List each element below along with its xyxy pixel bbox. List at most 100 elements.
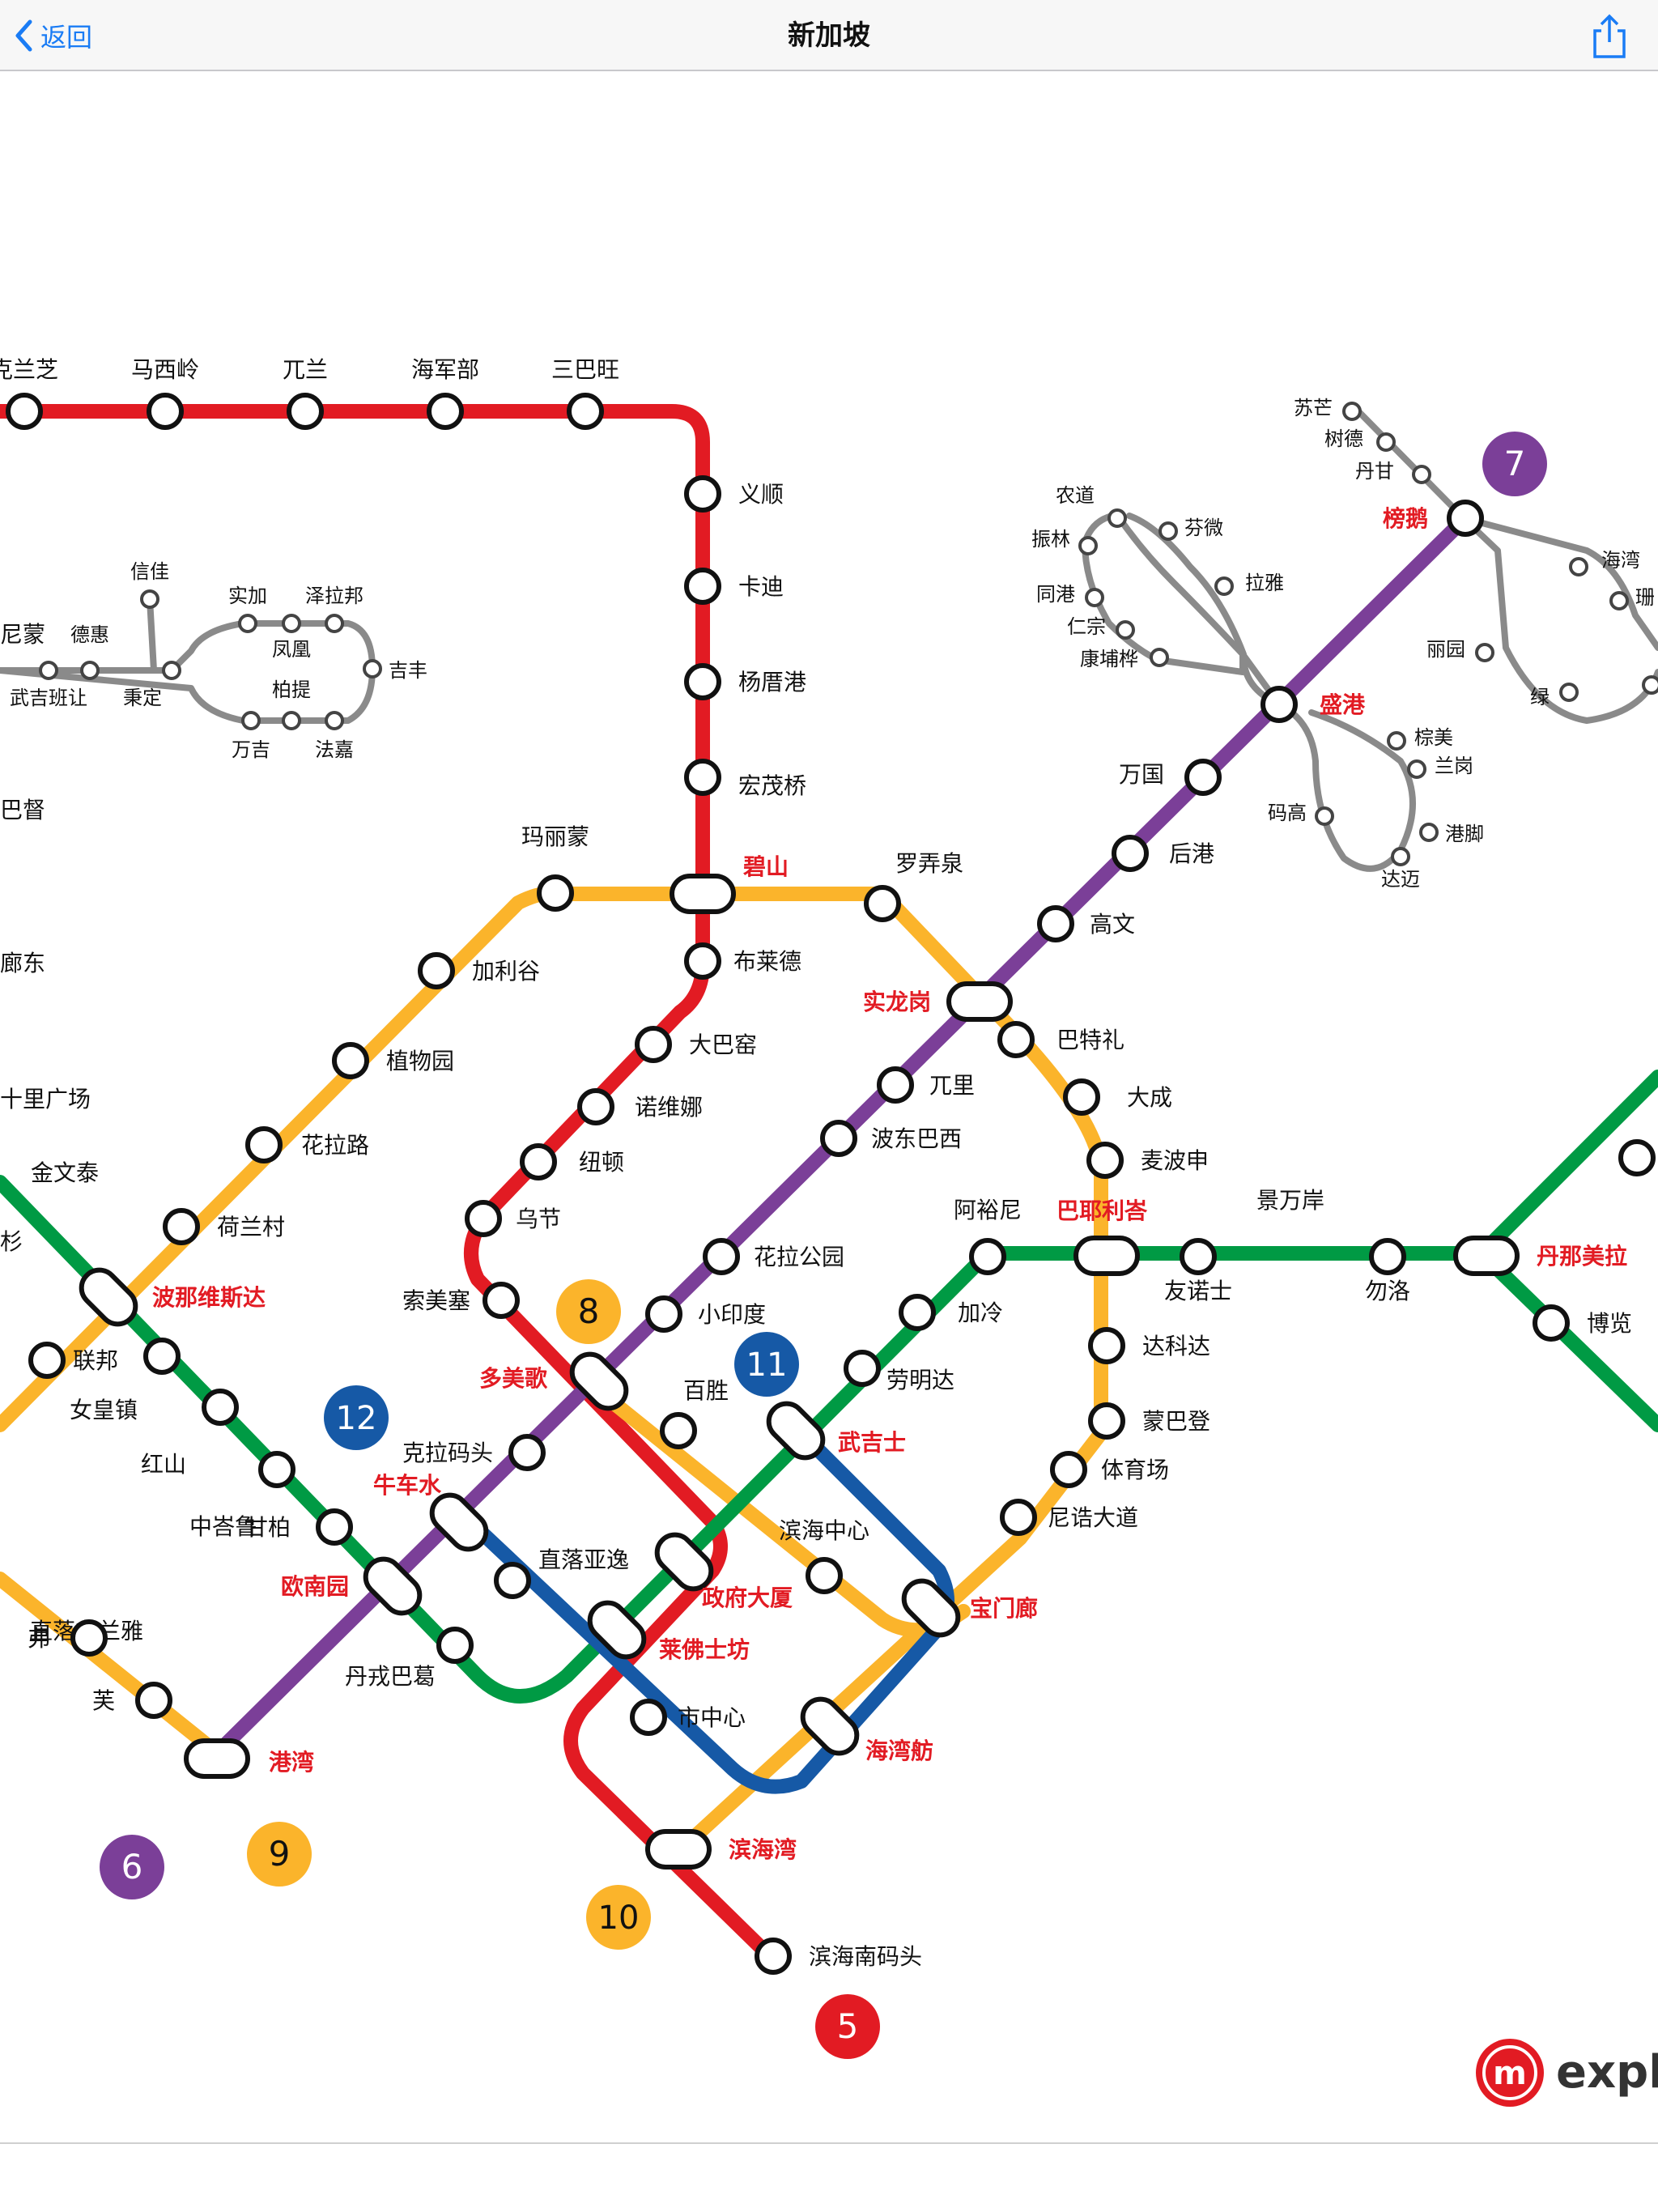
station-marker[interactable] — [877, 1066, 914, 1104]
station-marker[interactable] — [567, 393, 604, 430]
lrt-station-marker[interactable] — [1085, 588, 1104, 607]
lrt-station-marker[interactable] — [140, 589, 159, 609]
station-19[interactable]: 加利谷 — [418, 952, 540, 989]
station-44[interactable]: 牛车水 — [373, 1472, 493, 1556]
lrt-station-marker[interactable] — [325, 614, 344, 633]
line-badge-12[interactable]: 12 — [324, 1385, 389, 1450]
station-109[interactable]: 弗 — [28, 1619, 108, 1657]
station-98[interactable]: 棕美 — [1387, 726, 1453, 751]
station-26[interactable]: 大成 — [1063, 1078, 1172, 1116]
station-marker[interactable] — [202, 1389, 239, 1426]
station-marker[interactable] — [1261, 686, 1298, 723]
station-8[interactable]: 宏茂桥 — [684, 759, 806, 799]
station-marker[interactable] — [1618, 1139, 1656, 1176]
station-25[interactable]: 巴特礼 — [997, 1021, 1124, 1058]
station-95[interactable]: 同港 — [1036, 583, 1104, 607]
station-72[interactable]: 甘柏 — [245, 1508, 353, 1546]
station-87[interactable]: 尼蒙 — [0, 621, 45, 648]
station-73[interactable]: 巴督 — [0, 797, 45, 823]
interchange-marker[interactable] — [650, 1528, 719, 1597]
station-marker[interactable] — [703, 1238, 740, 1275]
station-82[interactable]: 秉定 — [123, 661, 181, 709]
station-105[interactable]: 绿 — [1530, 683, 1579, 708]
station-7[interactable]: 杨厝港 — [684, 663, 806, 700]
interchange-marker[interactable] — [565, 1347, 634, 1416]
interchange-marker[interactable] — [796, 1692, 865, 1761]
station-65[interactable]: 博览 — [1533, 1304, 1632, 1342]
line-badge-10[interactable]: 10 — [586, 1885, 651, 1950]
station-marker[interactable] — [1369, 1238, 1406, 1275]
station-marker[interactable] — [1088, 1327, 1125, 1364]
lrt-station-marker[interactable] — [1475, 643, 1494, 662]
station-84[interactable]: 万吉 — [232, 711, 270, 761]
station-74[interactable]: 廊东 — [0, 950, 45, 976]
station-24[interactable]: 实龙岗 — [863, 981, 1013, 1022]
station-69[interactable]: 女皇镇 — [70, 1338, 181, 1423]
line-badge-11[interactable]: 11 — [734, 1332, 799, 1397]
station-67[interactable]: 金文泰 — [31, 1159, 99, 1186]
station-0[interactable]: 克兰芝 — [0, 356, 58, 430]
station-marker[interactable] — [899, 1294, 936, 1331]
station-marker[interactable] — [287, 393, 324, 430]
station-57[interactable]: 榜鹅 — [1383, 500, 1484, 537]
station-16[interactable]: 多美歌 — [479, 1347, 633, 1416]
station-75[interactable]: 十里广场 — [0, 1086, 91, 1112]
lrt-station-marker[interactable] — [325, 711, 344, 730]
lrt-station-marker[interactable] — [1158, 521, 1178, 541]
station-13[interactable]: 纽顿 — [520, 1143, 624, 1180]
station-93[interactable]: 振林 — [1031, 528, 1098, 555]
station-79[interactable]: 凤凰 — [272, 614, 311, 661]
station-110[interactable]: 芙 — [92, 1682, 172, 1719]
station-50[interactable]: 花拉公园 — [703, 1238, 844, 1275]
station-marker[interactable] — [645, 1295, 682, 1333]
station-marker[interactable] — [684, 663, 721, 700]
station-100[interactable]: 码高 — [1268, 802, 1334, 826]
station-marker[interactable] — [1447, 500, 1484, 537]
station-43[interactable]: 直落亚逸 — [494, 1546, 629, 1599]
station-marker[interactable] — [147, 393, 184, 430]
station-marker[interactable] — [1180, 1238, 1217, 1275]
share-button[interactable] — [1588, 11, 1630, 60]
station-marker[interactable] — [135, 1682, 172, 1719]
lrt-station-marker[interactable] — [1412, 465, 1431, 484]
station-marker[interactable] — [864, 885, 901, 922]
station-71[interactable]: 中峇鲁 — [189, 1451, 295, 1540]
station-marker[interactable] — [332, 1042, 369, 1079]
lrt-station-marker[interactable] — [1387, 731, 1406, 751]
station-15[interactable]: 索美塞 — [402, 1282, 520, 1319]
station-90[interactable]: 丹甘 — [1355, 460, 1431, 484]
station-marker[interactable] — [577, 1088, 614, 1125]
station-5[interactable]: 义顺 — [684, 475, 784, 513]
station-49[interactable]: 小印度 — [645, 1295, 766, 1333]
interchange-marker[interactable] — [762, 1397, 831, 1465]
line-badge-5[interactable]: 5 — [815, 1994, 880, 2059]
station-marker[interactable] — [630, 1699, 667, 1736]
station-40[interactable]: 滨海南码头 — [755, 1938, 922, 1975]
lrt-station-marker[interactable] — [39, 661, 58, 680]
lrt-station-marker[interactable] — [1150, 648, 1169, 667]
station-marker[interactable] — [997, 1021, 1035, 1058]
station-9[interactable]: 碧山 — [670, 853, 789, 914]
interchange-marker[interactable] — [946, 981, 1013, 1022]
metro-map[interactable]: 5 6 7 8 9 10 11 12 克兰芝马西岭兀兰海军部三巴旺义顺卡迪杨厝港… — [0, 73, 1658, 2138]
interchange-marker[interactable] — [897, 1574, 966, 1643]
station-39[interactable]: 滨海湾 — [645, 1829, 797, 1870]
lrt-station-marker[interactable] — [1559, 683, 1579, 702]
station-97[interactable]: 康埔桦 — [1080, 648, 1169, 670]
station-27[interactable]: 麦波申 — [1086, 1142, 1209, 1179]
station-86[interactable]: 吉丰 — [363, 659, 427, 682]
interchange-marker[interactable] — [359, 1552, 427, 1621]
station-marker[interactable] — [1112, 835, 1149, 872]
interchange-marker[interactable] — [1453, 1236, 1520, 1276]
lrt-station-marker[interactable] — [1609, 591, 1629, 610]
station-111[interactable]: 杉 — [0, 1228, 23, 1255]
station-marker[interactable] — [1063, 1078, 1100, 1116]
interchange-marker[interactable] — [1073, 1236, 1140, 1276]
station-103[interactable]: 海湾 — [1569, 549, 1640, 576]
interchange-marker[interactable] — [74, 1263, 143, 1332]
station-106[interactable]: 珊 — [1609, 586, 1655, 610]
station-55[interactable]: 万国 — [1119, 759, 1222, 796]
station-1[interactable]: 马西岭 — [131, 356, 199, 430]
station-marker[interactable] — [684, 568, 721, 605]
station-marker[interactable] — [258, 1451, 295, 1488]
